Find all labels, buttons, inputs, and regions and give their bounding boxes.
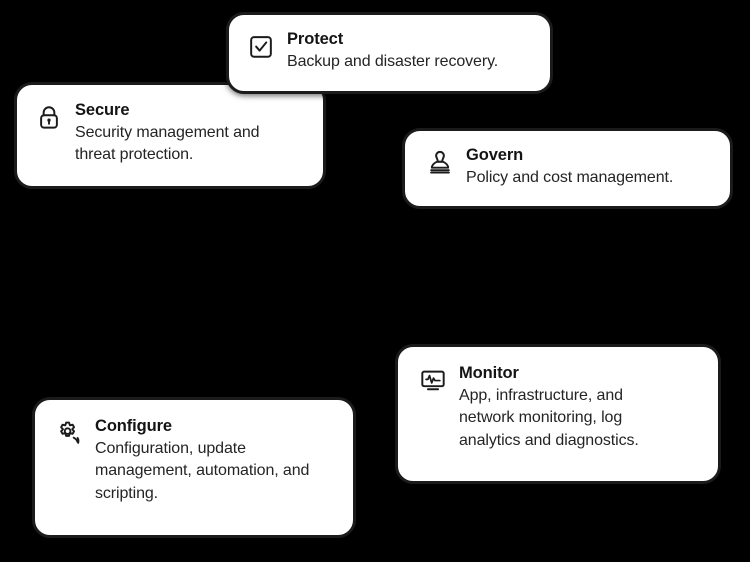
- card-configure-text: Configure Configuration, update manageme…: [95, 416, 335, 506]
- lock-icon: [34, 102, 64, 132]
- card-protect-description: Backup and disaster recovery.: [287, 52, 499, 70]
- card-protect-text: Protect Backup and disaster recovery.: [287, 29, 532, 73]
- card-govern-title: Govern: [466, 146, 524, 164]
- card-secure-description: Security management and threat protectio…: [75, 123, 260, 164]
- card-secure[interactable]: Secure Security management and threat pr…: [14, 82, 326, 189]
- card-secure-title: Secure: [75, 101, 130, 119]
- card-monitor-title: Monitor: [459, 364, 519, 382]
- card-secure-content: Secure Security management and threat pr…: [34, 100, 305, 167]
- card-protect[interactable]: Protect Backup and disaster recovery.: [226, 12, 553, 94]
- card-monitor-text: Monitor App, infrastructure, and network…: [459, 363, 700, 453]
- card-configure-content: Configure Configuration, update manageme…: [54, 416, 335, 506]
- card-monitor-description: App, infrastructure, and network monitor…: [459, 386, 639, 450]
- card-govern-content: Govern Policy and cost management.: [425, 145, 712, 189]
- card-monitor-content: Monitor App, infrastructure, and network…: [418, 363, 700, 453]
- card-monitor[interactable]: Monitor App, infrastructure, and network…: [395, 344, 721, 484]
- card-configure-description: Configuration, update management, automa…: [95, 439, 310, 503]
- gear-icon: [54, 418, 84, 448]
- card-configure[interactable]: Configure Configuration, update manageme…: [32, 397, 356, 538]
- stamp-icon: [425, 147, 455, 177]
- card-secure-text: Secure Security management and threat pr…: [75, 100, 305, 167]
- card-govern-description: Policy and cost management.: [466, 168, 674, 186]
- card-govern[interactable]: Govern Policy and cost management.: [402, 128, 733, 209]
- card-configure-title: Configure: [95, 417, 173, 435]
- card-protect-title: Protect: [287, 30, 344, 48]
- checkbox-checked-icon: [246, 31, 276, 61]
- card-protect-content: Protect Backup and disaster recovery.: [246, 29, 532, 73]
- monitor-pulse-icon: [418, 365, 448, 395]
- card-govern-text: Govern Policy and cost management.: [466, 145, 712, 189]
